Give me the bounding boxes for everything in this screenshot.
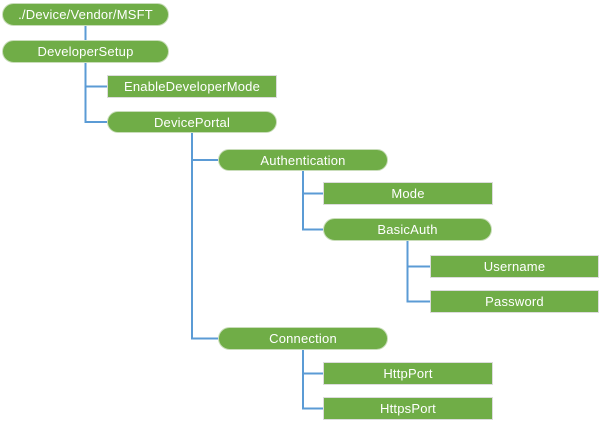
- connector-deviceportal-authentication: [191, 133, 218, 161]
- node-authentication: Authentication: [218, 149, 388, 171]
- node-label: HttpsPort: [380, 401, 436, 416]
- node-mode: Mode: [323, 182, 493, 205]
- connector-authentication-basicauth: [302, 171, 323, 231]
- node-label: Password: [485, 294, 544, 309]
- node-label: Username: [483, 259, 546, 274]
- node-label: Authentication: [260, 152, 346, 168]
- node-label: Connection: [269, 331, 337, 346]
- node-password: Password: [430, 290, 599, 313]
- node-enabledevelopermode: EnableDeveloperMode: [107, 75, 277, 98]
- connector-developersetup-enabledevelopermode: [84, 63, 107, 88]
- node-label: BasicAuth: [377, 222, 438, 237]
- node-httpport: HttpPort: [323, 362, 493, 385]
- node-label: ./Device/Vendor/MSFT: [18, 7, 153, 22]
- node-basicauth: BasicAuth: [323, 218, 492, 241]
- connector-developersetup-deviceportal: [84, 63, 107, 123]
- connector-connection-httpport: [302, 350, 323, 375]
- node-label: DeveloperSetup: [37, 44, 134, 59]
- node-httpsport: HttpsPort: [323, 397, 493, 420]
- node-label: Mode: [391, 186, 425, 201]
- connector-connection-httpsport: [302, 350, 323, 410]
- node-username: Username: [430, 255, 599, 278]
- node-developersetup: DeveloperSetup: [2, 40, 169, 63]
- connector-deviceportal-connection: [191, 133, 218, 340]
- connector-authentication-mode: [302, 171, 323, 195]
- node-root: ./Device/Vendor/MSFT: [2, 3, 169, 26]
- node-label: DevicePortal: [153, 114, 231, 130]
- node-deviceportal: DevicePortal: [107, 111, 277, 133]
- connector-basicauth-password: [406, 241, 430, 303]
- node-label: HttpPort: [383, 366, 433, 381]
- node-label: EnableDeveloperMode: [123, 79, 261, 94]
- node-connection: Connection: [218, 327, 388, 350]
- connector-basicauth-username: [406, 241, 430, 268]
